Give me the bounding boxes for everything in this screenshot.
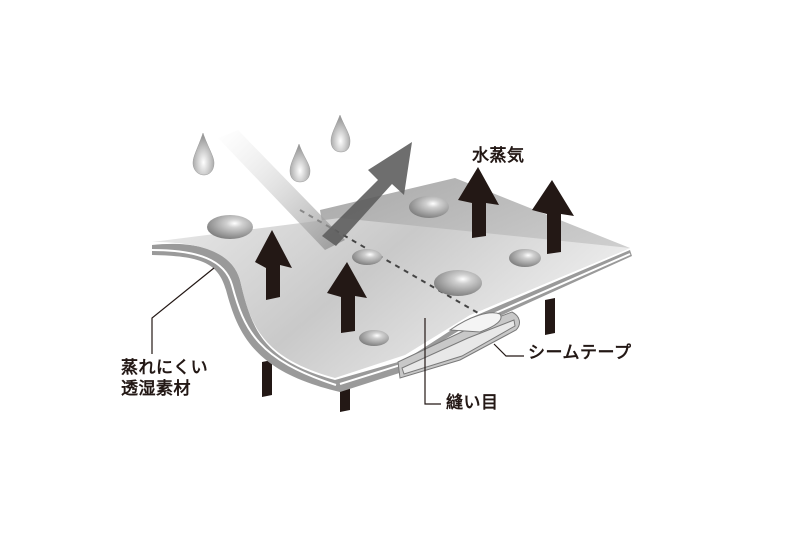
water-drops xyxy=(192,114,351,183)
seam-tape-label: シームテープ xyxy=(528,343,632,363)
material-label-line2: 透湿素材 xyxy=(121,379,191,399)
water-vapor-label: 水蒸気 xyxy=(472,146,525,166)
leader-lines xyxy=(151,267,524,405)
diagonal-vapor-arrow xyxy=(322,142,412,246)
rain-band xyxy=(218,130,345,250)
water-beads xyxy=(207,196,541,346)
seam-tape xyxy=(397,311,520,379)
vapor-arrows xyxy=(255,167,574,333)
material-label-line1: 蒸れにくい xyxy=(121,358,209,378)
stitch-label: 縫い目 xyxy=(446,393,499,413)
breathable-material-label: 蒸れにくい 透湿素材 xyxy=(121,358,208,400)
